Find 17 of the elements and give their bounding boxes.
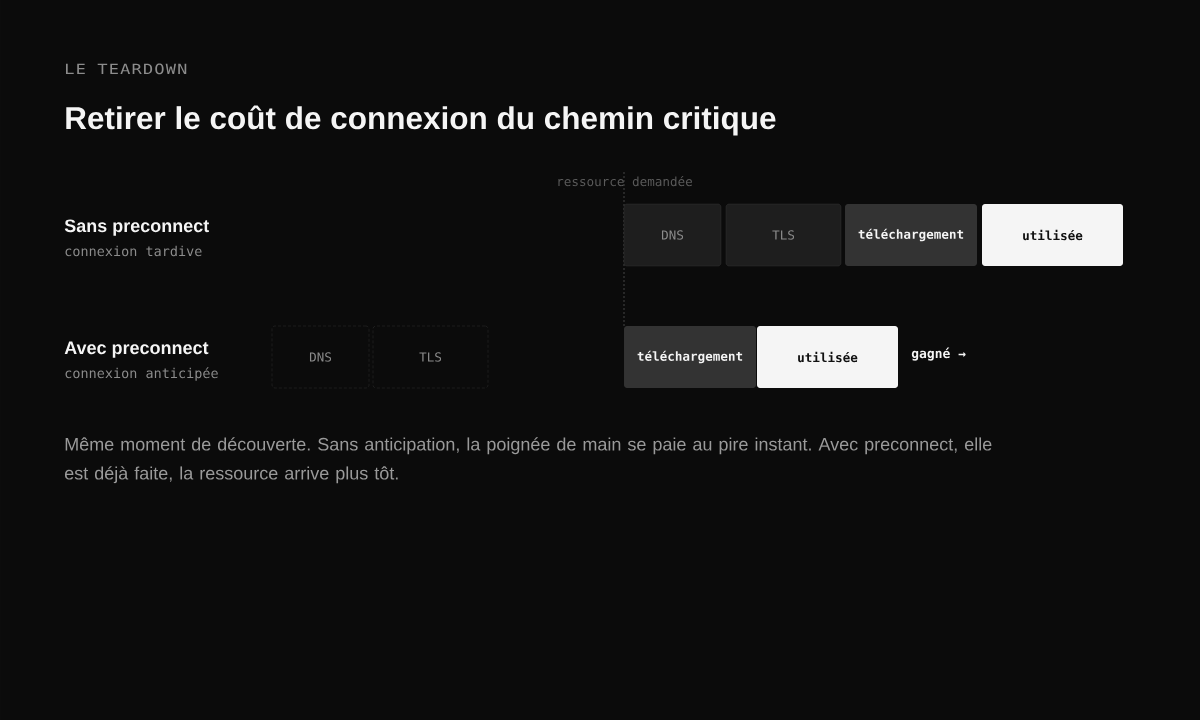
timeline-block: utilisée <box>757 326 898 388</box>
section-label: LE TEARDOWN <box>66 63 187 75</box>
gain-label: gagné → <box>911 347 966 361</box>
row-heading: Sans preconnect <box>64 219 209 236</box>
dashed-block: DNS <box>271 325 370 389</box>
timeline-block: utilisée <box>982 204 1123 266</box>
row-heading: Avec preconnect <box>64 341 209 358</box>
caption-text: Même moment de découverte. Sans anticipation, la poignée de main se paie au pire instant. Avec preconnect, elle est déjà faite, la ressource arrive plus tôt. <box>65 437 992 484</box>
title: Retirer le coût de connexion du chemin critique <box>66 105 776 136</box>
marker-label: ressource demandée <box>558 175 692 187</box>
dashed-block: TLS <box>372 325 489 389</box>
timeline-block: TLS <box>725 203 842 267</box>
row-subtitle: connexion tardive <box>65 245 202 257</box>
timeline-block: téléchargement <box>845 204 977 266</box>
timeline-block: DNS <box>623 203 722 267</box>
row-subtitle: connexion anticipée <box>65 367 218 381</box>
timeline-block: téléchargement <box>624 326 756 388</box>
